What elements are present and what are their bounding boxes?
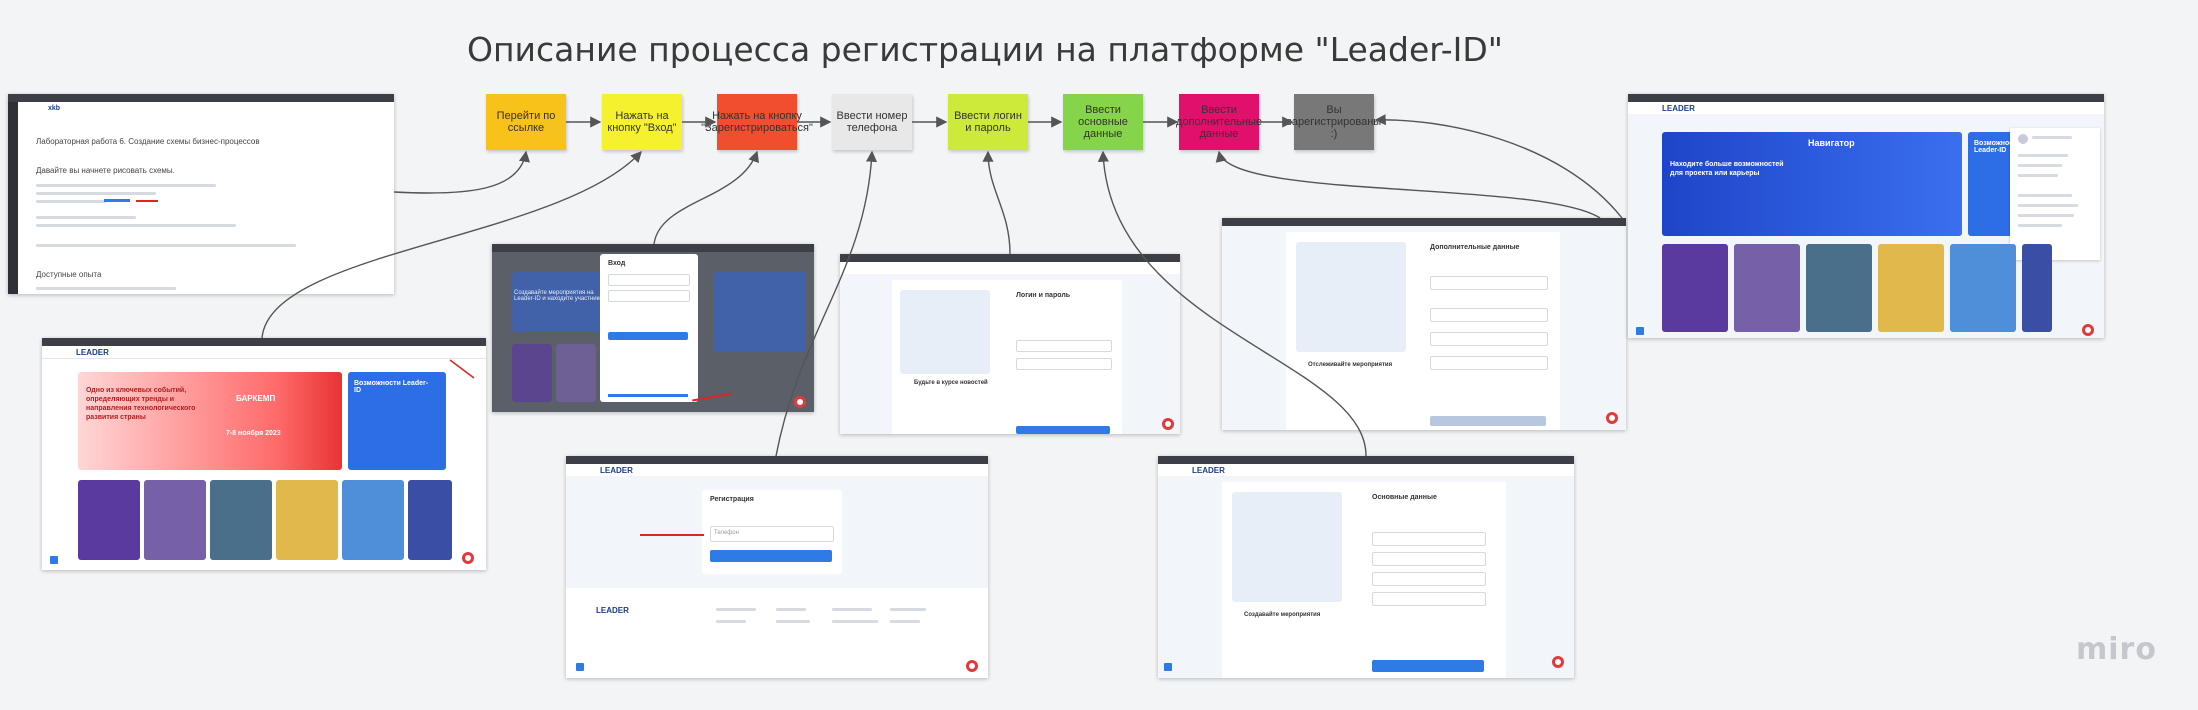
step-sticky-click-register[interactable]: Нажать на кнопку "Зарегистрироваться" [701,94,813,150]
board-grid-icon-2 [576,663,584,671]
arrow-login-to-step-3 [653,150,759,245]
step-sticky-follow-link[interactable]: Перейти по ссылке [486,94,566,150]
screenshot-login-modal[interactable]: Создавайте мероприятия на Leader-ID и на… [492,244,814,412]
home-logo: LEADER [76,347,109,357]
doc-heading: Лабораторная работа 6. Создание схемы би… [36,137,260,146]
credentials-caption: Будьте в курсе новостей [914,380,988,386]
phone-footer-logo: LEADER [596,606,629,615]
arrow-registered-to-step-8 [1374,114,1623,219]
registered-hero-banner [1662,132,1962,236]
phone-form-title: Регистрация [710,496,754,503]
password-input[interactable] [1016,358,1112,370]
phone-input[interactable] [710,526,834,542]
board-grid-icon-3 [1164,663,1172,671]
main-data-logo: LEADER [1192,465,1225,475]
registered-badge: Навигатор [1808,138,1855,148]
step-sticky-click-login[interactable]: Нажать на кнопку "Вход" [602,94,682,150]
home-side-title: Возможности Leader-ID [354,380,429,394]
registered-hero-title: Находите больше возможностей для проекта… [1670,161,1784,177]
login-modal-title: Вход [608,260,626,267]
login-submit-button[interactable] [608,332,688,340]
credentials-title: Логин и пароль [1016,292,1071,299]
screenshot-home-page[interactable]: LEADER Одно из ключевых событий, определ… [42,338,486,570]
home-promo-banner [78,372,342,470]
board-grid-icon-1 [50,556,58,564]
step-sticky-enter-phone[interactable]: Ввести номер телефона [832,94,912,150]
arrow-extra-data-to-step-7 [1215,150,1601,219]
extra-data-next-button[interactable] [1430,416,1546,426]
login-close-marker [794,396,806,408]
step-sticky-enter-main-data[interactable]: Ввести основные данные [1063,94,1143,150]
home-side-banner [348,372,446,470]
screenshot-extra-data[interactable]: Отслеживайте мероприятия Дополнительные … [1222,218,1626,430]
arrow-credentials-to-step-5 [982,150,1011,255]
extra-data-title: Дополнительные данные [1430,244,1520,251]
main-data-close-marker [1552,656,1564,668]
phone-logo: LEADER [600,465,633,475]
credentials-close-marker [1162,418,1174,430]
login-input[interactable] [1016,340,1112,352]
registered-logo: LEADER [1662,103,1695,113]
doc-task: Давайте вы начнете рисовать схемы. [36,166,175,175]
home-event-name: БАРКЕМП [236,394,276,403]
phone-input-placeholder: Телефон [714,530,739,536]
extra-data-caption: Отслеживайте мероприятия [1308,362,1393,368]
step-sticky-enter-credentials[interactable]: Ввести логин и пароль [948,94,1028,150]
arrow-doc-to-step-1 [393,150,530,194]
screenshot-main-data[interactable]: LEADER Создавайте мероприятия Основные д… [1158,456,1574,678]
main-data-next-button[interactable] [1372,660,1484,672]
doc-footer: Доступные опыта [36,270,102,279]
extra-data-close-marker [1606,412,1618,424]
miro-watermark: miro [2076,632,2157,667]
credentials-next-button[interactable] [1016,426,1110,434]
home-close-marker [462,552,474,564]
step-sticky-registered[interactable]: Вы зарегистрированы :) [1287,94,1381,150]
main-data-caption: Создавайте мероприятия [1244,612,1321,618]
registered-close-marker [2082,324,2094,336]
login-side-text: Создавайте мероприятия на Leader-ID и на… [514,290,606,302]
board-title: Описание процесса регистрации на платфор… [467,30,1503,69]
screenshot-registered[interactable]: LEADER Находите больше возможностей для … [1628,94,2104,338]
screenshot-credentials[interactable]: Будьте в курсе новостей Логин и пароль [840,254,1180,434]
screenshot-phone-registration[interactable]: LEADER Регистрация Телефон LEADER [566,456,988,678]
main-data-title: Основные данные [1372,494,1437,501]
screenshot-lab-document[interactable]: xkb Лабораторная работа 6. Создание схем… [8,94,394,294]
home-event-date: 7-8 ноября 2023 [226,430,281,437]
board-grid-icon-4 [1636,327,1644,335]
phone-next-button[interactable] [710,550,832,562]
phone-close-marker [966,660,978,672]
home-promo-title: Одно из ключевых событий, определяющих т… [86,387,196,421]
step-sticky-enter-extra-data[interactable]: Ввести дополнительные данные [1176,94,1262,150]
doc-app-name: xkb [48,105,61,112]
registered-side-title: Возможности Leader-ID [1974,140,2021,154]
